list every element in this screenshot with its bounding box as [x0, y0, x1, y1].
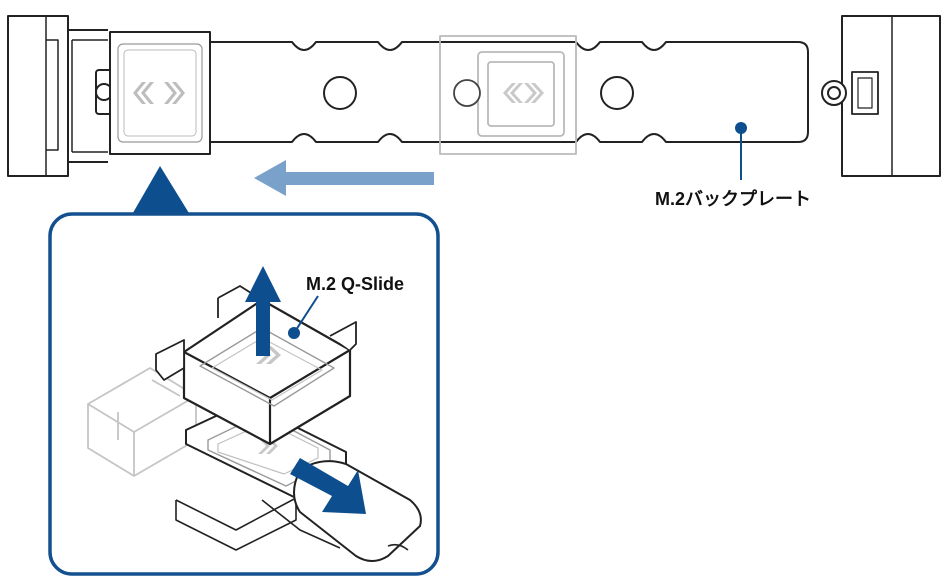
backplate-leader [735, 122, 747, 180]
backplate-hole [600, 76, 634, 110]
qslide-lifted [155, 285, 357, 446]
arrow-right-icon [290, 458, 366, 514]
backplate-label: M.2バックプレート [655, 188, 811, 209]
arrow-up-icon [245, 266, 281, 356]
qslide-label: M.2 Q-Slide [306, 274, 404, 294]
qslide-leader [288, 295, 319, 339]
inset-pointer [130, 166, 192, 218]
top-assembly [7, 15, 941, 177]
right-standoff-bracket [821, 15, 941, 177]
double-chevron-left-right-icon [503, 83, 544, 103]
qslide-top-view [109, 31, 211, 155]
backplate-hole [323, 76, 357, 110]
double-chevron-left-right-icon [133, 82, 185, 104]
slide-direction-arrow-icon [254, 160, 434, 196]
ghost-qslide-position [439, 35, 577, 155]
left-standoff-bracket [7, 15, 108, 177]
inset-illustration [87, 266, 422, 562]
